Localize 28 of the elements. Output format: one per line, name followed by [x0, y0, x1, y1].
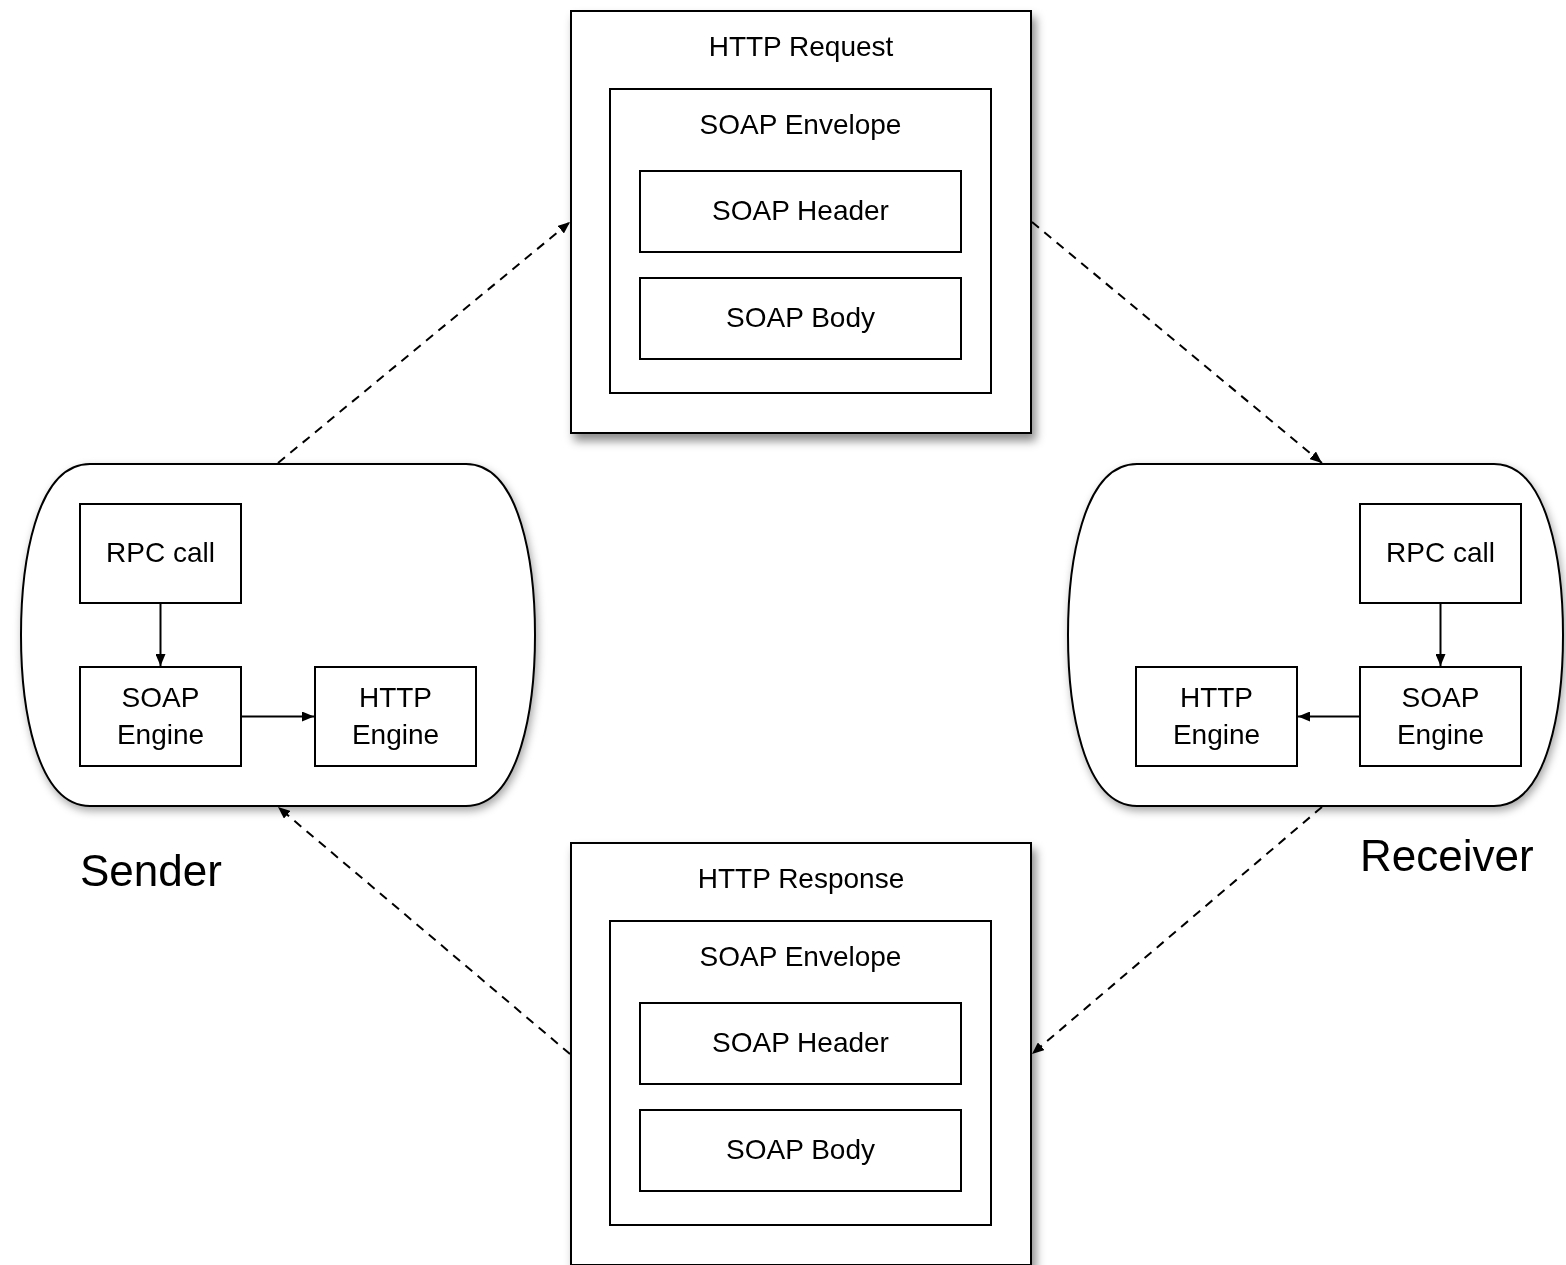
process-box: SOAP Engine	[79, 666, 242, 767]
message-box	[570, 10, 1032, 434]
arrow	[1031, 221, 1323, 464]
arrow	[1297, 711, 1360, 722]
process-box: SOAP Body	[639, 1109, 962, 1192]
message-box	[570, 842, 1032, 1265]
arrow	[1031, 806, 1323, 1055]
process-box: RPC call	[1359, 503, 1522, 604]
endpoint-label: Sender	[80, 847, 222, 896]
arrow	[277, 221, 571, 464]
box-title: HTTP Response	[696, 864, 906, 895]
box-title: SOAP Envelope	[698, 942, 903, 973]
process-box: SOAP Engine	[1359, 666, 1522, 767]
arrow	[155, 603, 166, 667]
process-box: SOAP Header	[639, 1002, 962, 1085]
endpoint-label: Receiver	[1360, 832, 1534, 881]
process-box: HTTP Engine	[1135, 666, 1298, 767]
envelope-box	[609, 920, 992, 1226]
arrow	[1435, 603, 1446, 667]
process-box: RPC call	[79, 503, 242, 604]
arrow	[241, 711, 315, 722]
arrow	[277, 806, 571, 1055]
process-box: SOAP Body	[639, 277, 962, 360]
process-box: HTTP Engine	[314, 666, 477, 767]
box-title: SOAP Envelope	[698, 110, 903, 141]
box-title: HTTP Request	[707, 32, 895, 63]
envelope-box	[609, 88, 992, 394]
process-box: SOAP Header	[639, 170, 962, 253]
